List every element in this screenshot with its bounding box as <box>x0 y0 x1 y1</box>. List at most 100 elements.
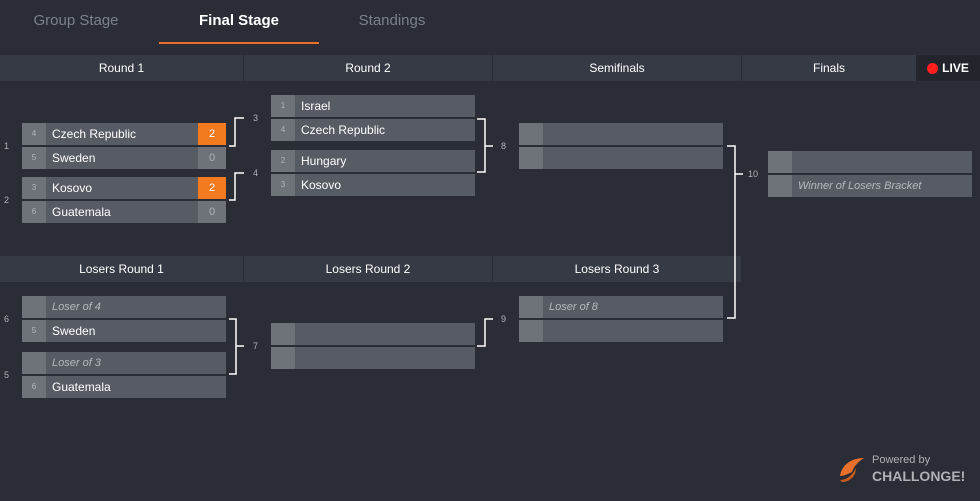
match-number: 3 <box>253 113 259 123</box>
match-1[interactable]: 4 Czech Republic 2 5 Sweden 0 <box>22 123 226 169</box>
seed <box>519 296 543 318</box>
seed: 6 <box>22 201 46 223</box>
match-slot-top[interactable]: Loser of 8 <box>519 296 723 318</box>
match-number: 2 <box>4 195 10 205</box>
tab-group-stage[interactable]: Group Stage <box>33 12 119 29</box>
seed <box>22 296 46 318</box>
connector-line <box>229 172 244 201</box>
connector-line <box>229 117 244 147</box>
match-number: 9 <box>501 314 507 324</box>
seed: 1 <box>271 95 295 117</box>
seed: 5 <box>22 147 46 169</box>
match-slot-bottom[interactable]: 6 Guatemala <box>22 376 226 398</box>
match-number: 10 <box>748 169 759 179</box>
team-name: Sweden <box>52 324 96 338</box>
connector-line <box>477 118 486 173</box>
match-10[interactable]: Winner of Losers Bracket <box>768 151 972 197</box>
match-slot-bottom[interactable]: 3 Kosovo <box>271 174 475 196</box>
match-slot-bottom[interactable]: 6 Guatemala 0 <box>22 201 226 223</box>
match-5[interactable]: Loser of 3 6 Guatemala <box>22 352 226 398</box>
semifinals-header: Semifinals <box>589 61 645 75</box>
team-name: Czech Republic <box>52 127 137 141</box>
losers-round2-header: Losers Round 2 <box>325 262 411 276</box>
seed: 6 <box>22 376 46 398</box>
team-name: Czech Republic <box>301 123 386 137</box>
seed <box>768 151 792 173</box>
match-slot-top[interactable]: Loser of 4 <box>22 296 226 318</box>
match-number: 7 <box>253 341 259 351</box>
header-divider <box>243 55 244 81</box>
match-number: 5 <box>4 370 10 380</box>
challonge-logo-icon <box>840 458 864 482</box>
match-slot-top[interactable] <box>768 151 972 173</box>
round2-header: Round 2 <box>345 61 391 75</box>
connector-line <box>727 145 736 319</box>
match-slot-bottom[interactable]: Winner of Losers Bracket <box>768 175 972 197</box>
winners-header-bar <box>0 55 916 81</box>
seed <box>519 147 543 169</box>
match-slot-top[interactable]: 3 Kosovo 2 <box>22 177 226 199</box>
match-slot-bottom[interactable]: 5 Sweden 0 <box>22 147 226 169</box>
tab-final-stage[interactable]: Final Stage <box>198 12 280 29</box>
match-slot-bottom[interactable] <box>271 347 475 369</box>
placeholder-label: Loser of 3 <box>52 357 101 369</box>
seed <box>271 323 295 345</box>
placeholder-label: Winner of Losers Bracket <box>798 180 922 192</box>
team-name: Guatemala <box>52 380 111 394</box>
match-slot-top[interactable] <box>271 323 475 345</box>
team-name: Israel <box>301 99 331 113</box>
live-dot-icon <box>927 62 939 74</box>
header-divider <box>741 55 742 81</box>
match-slot-top[interactable]: 2 Hungary <box>271 150 475 172</box>
seed: 5 <box>22 320 46 342</box>
match-8[interactable] <box>519 123 723 169</box>
active-tab-indicator <box>159 42 319 44</box>
finals-header: Finals <box>812 61 845 75</box>
connector-line <box>477 318 493 347</box>
match-slot-bottom[interactable] <box>519 147 723 169</box>
header-divider <box>492 55 493 81</box>
match-6[interactable]: Loser of 4 5 Sweden <box>22 296 226 342</box>
stage-tabs: Group Stage Final Stage Standings <box>0 0 980 46</box>
seed <box>768 175 792 197</box>
match-3[interactable]: 1 Israel 4 Czech Republic <box>271 95 475 141</box>
round1-header: Round 1 <box>98 61 145 75</box>
match-slot-top[interactable]: 1 Israel <box>271 95 475 117</box>
match-9[interactable]: Loser of 8 <box>519 296 723 342</box>
match-slot-bottom[interactable]: 5 Sweden <box>22 320 226 342</box>
team-name: Kosovo <box>301 178 342 192</box>
header-divider <box>492 256 493 282</box>
seed <box>519 320 543 342</box>
powered-by-label: Powered by <box>872 454 931 466</box>
team-name: Guatemala <box>52 205 111 219</box>
match-slot-bottom[interactable] <box>519 320 723 342</box>
match-number: 8 <box>501 141 507 151</box>
tab-standings[interactable]: Standings <box>358 12 426 29</box>
match-number: 1 <box>4 141 10 151</box>
match-7[interactable] <box>271 323 475 369</box>
match-4[interactable]: 2 Hungary 3 Kosovo <box>271 150 475 196</box>
losers-header-bar <box>0 256 741 282</box>
placeholder-label: Loser of 4 <box>52 301 101 313</box>
seed <box>22 352 46 374</box>
match-slot-top[interactable] <box>519 123 723 145</box>
score: 2 <box>198 123 226 145</box>
match-slot-top[interactable]: 4 Czech Republic 2 <box>22 123 226 145</box>
losers-round1-header: Losers Round 1 <box>79 262 164 276</box>
team-name: Sweden <box>52 151 96 165</box>
header-divider <box>243 256 244 282</box>
match-number: 6 <box>4 314 10 324</box>
match-number: 4 <box>253 168 259 178</box>
match-slot-top[interactable]: Loser of 3 <box>22 352 226 374</box>
seed: 3 <box>271 174 295 196</box>
match-slot-bottom[interactable]: 4 Czech Republic <box>271 119 475 141</box>
seed <box>519 123 543 145</box>
score: 0 <box>198 201 226 223</box>
powered-by-challonge[interactable]: Powered by CHALLONGE! <box>836 452 966 486</box>
match-2[interactable]: 3 Kosovo 2 6 Guatemala 0 <box>22 177 226 223</box>
team-name: Kosovo <box>52 181 93 195</box>
team-name: Hungary <box>301 154 347 168</box>
placeholder-label: Loser of 8 <box>549 301 598 313</box>
score: 2 <box>198 177 226 199</box>
